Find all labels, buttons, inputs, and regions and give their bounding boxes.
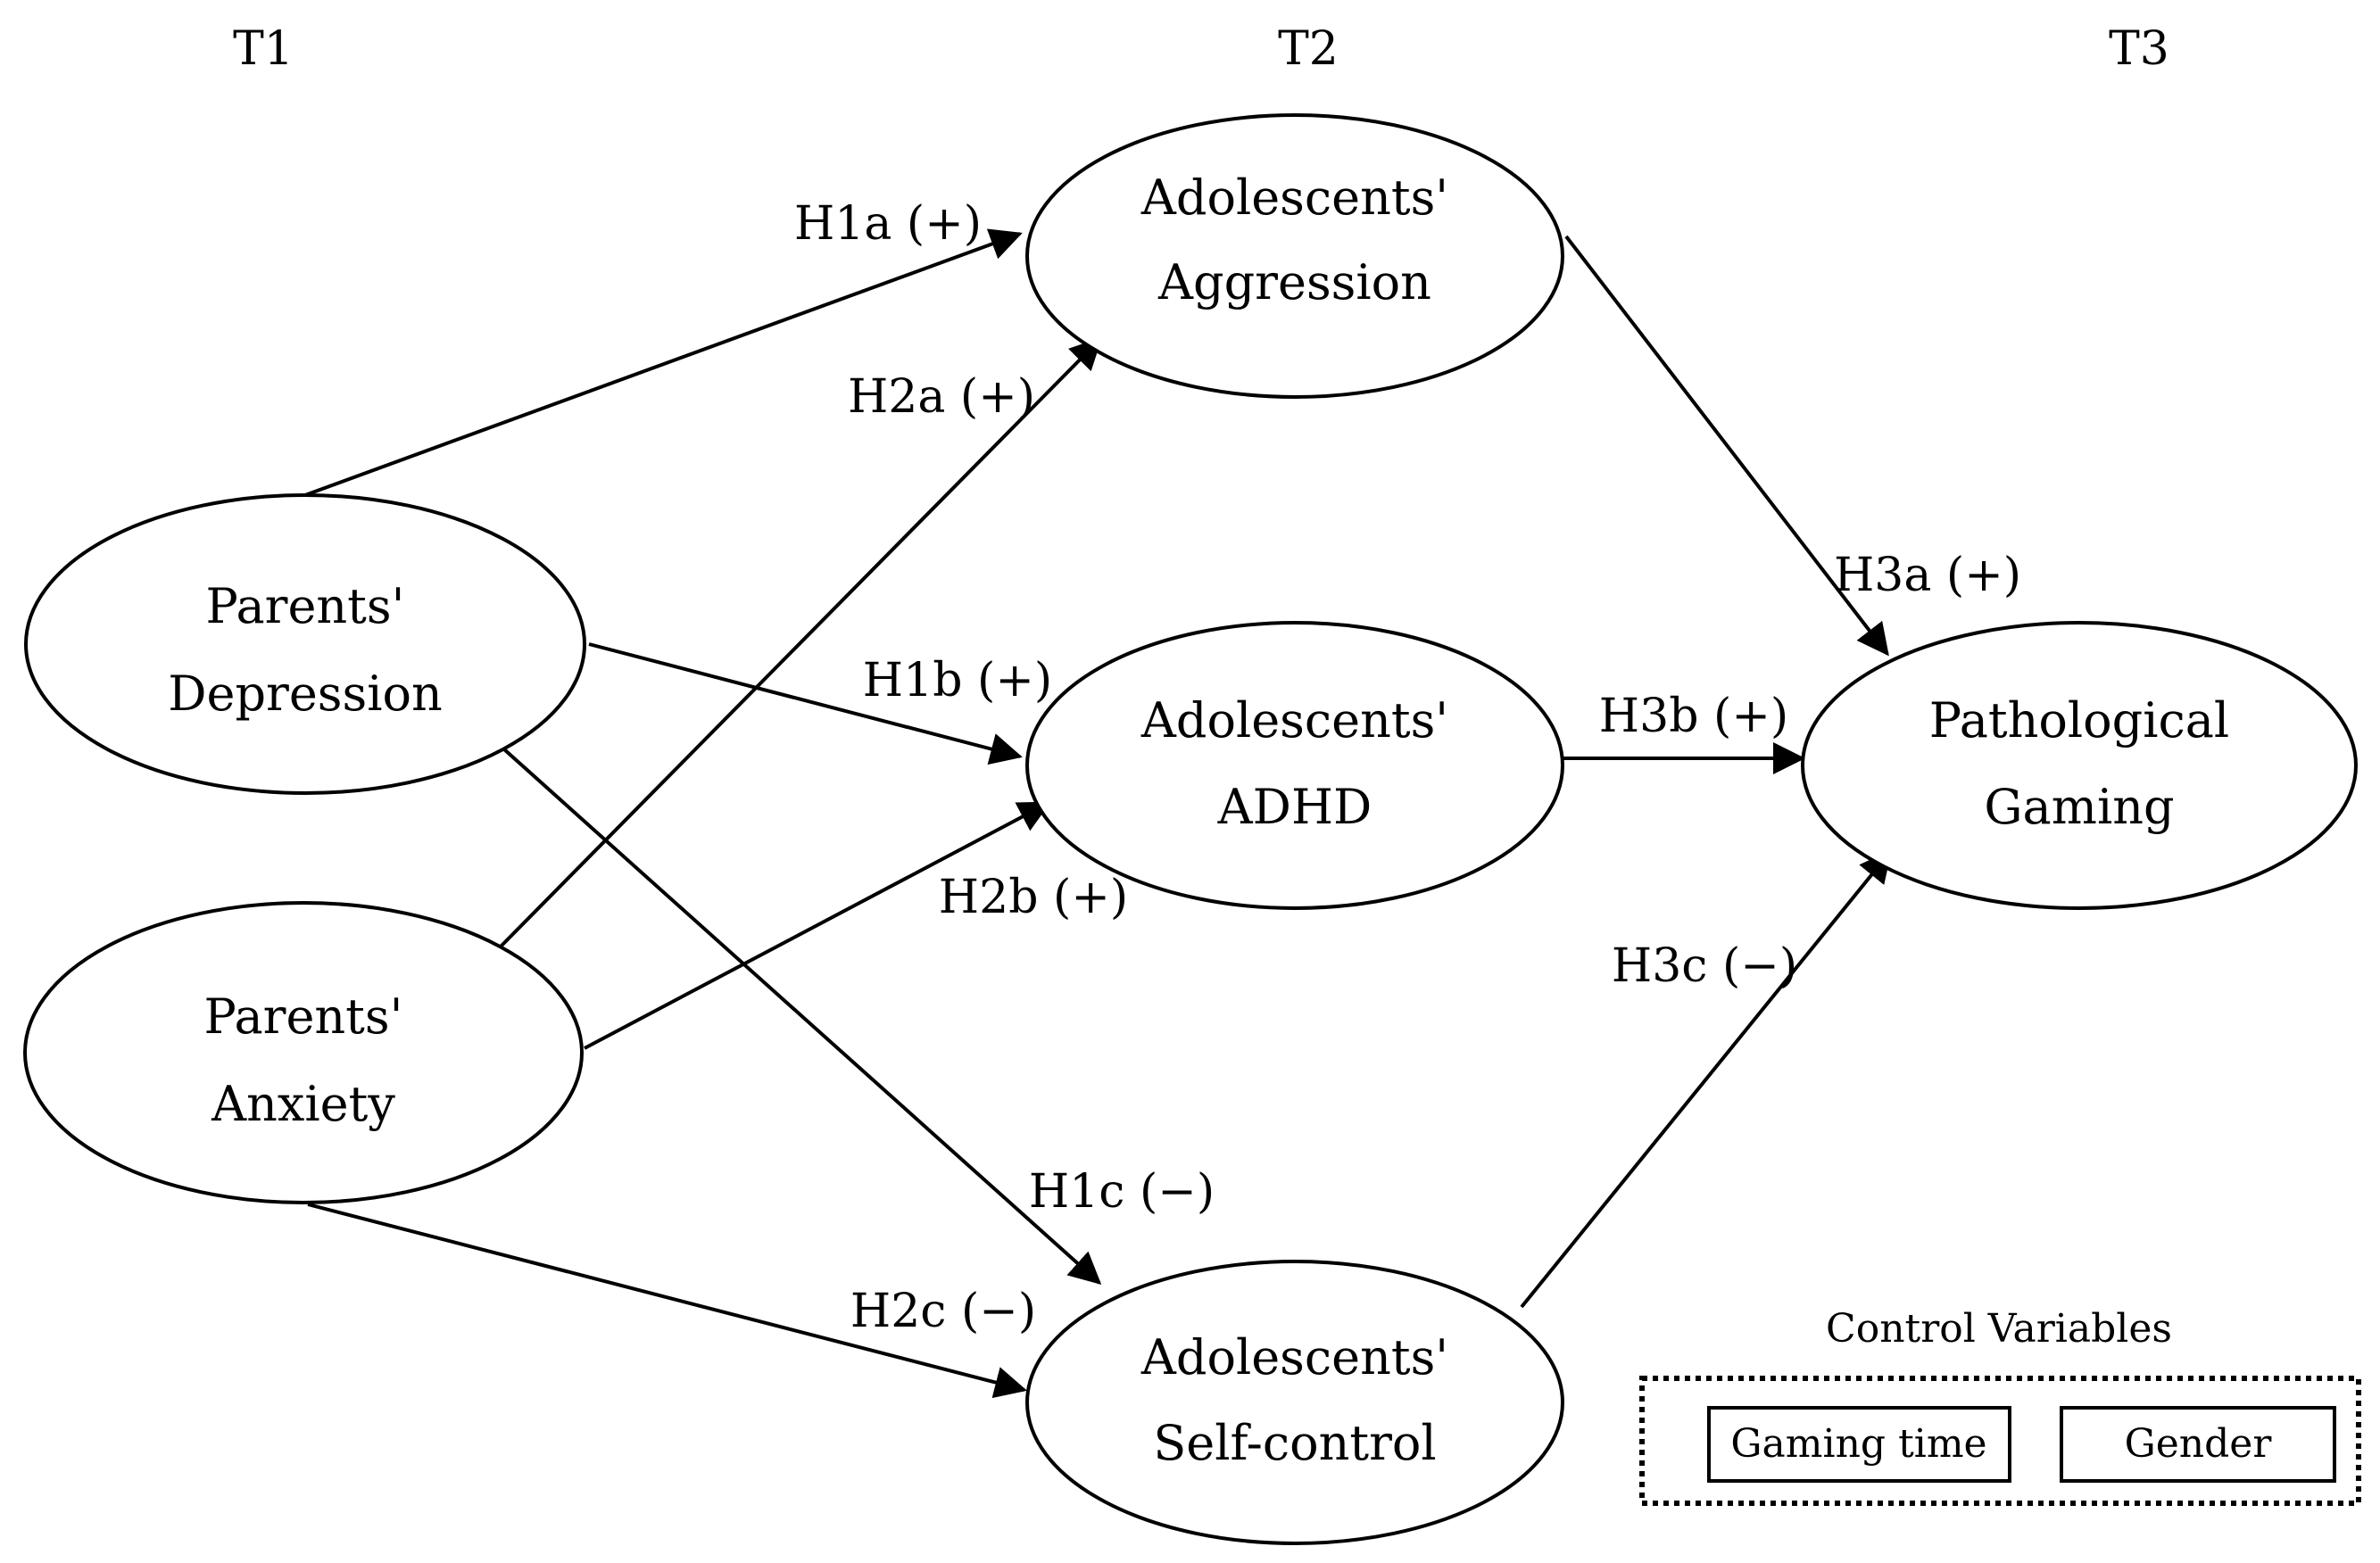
hypothesis-label-h2c: H2c (−) bbox=[850, 1285, 1036, 1338]
control-variable-box-gender bbox=[2060, 1406, 2336, 1483]
node-parents-anxiety: Parents' Anxiety bbox=[23, 901, 584, 1204]
control-variable-gender: Gender bbox=[2125, 1421, 2273, 1467]
path-h2a bbox=[498, 336, 1103, 949]
path-h3c bbox=[1520, 849, 1892, 1309]
control-variable-gaming-time: Gaming time bbox=[1730, 1421, 1986, 1467]
control-variables-frame bbox=[1639, 1376, 2361, 1506]
time-label-t2: T2 bbox=[1278, 22, 1339, 76]
node-adolescents-self-control: Adolescents' Self-control bbox=[1025, 1260, 1564, 1545]
hypothesis-label-h2b: H2b (+) bbox=[939, 871, 1128, 924]
node-label-line2: Anxiety bbox=[211, 1076, 395, 1132]
control-variables-panel: Control Variables Gaming time Gender bbox=[1639, 1306, 2361, 1506]
path-h2c bbox=[307, 1203, 1027, 1399]
node-pathological-gaming: Pathological Gaming bbox=[1801, 621, 2358, 910]
time-label-t1: T1 bbox=[233, 22, 294, 76]
node-label-line1: Adolescents' bbox=[1140, 1329, 1448, 1385]
hypothesis-label-h1a: H1a (+) bbox=[794, 197, 982, 251]
node-label-line1: Adolescents' bbox=[1140, 692, 1448, 748]
control-variable-box-gaming-time bbox=[1707, 1406, 2011, 1483]
path-h1a bbox=[304, 228, 1023, 497]
hypothesis-label-h2a: H2a (+) bbox=[848, 370, 1035, 424]
node-label-line2: ADHD bbox=[1217, 779, 1372, 835]
node-adolescents-aggression: Adolescents' Aggression bbox=[1025, 113, 1564, 399]
path-h1b bbox=[588, 642, 1023, 765]
node-label-line2: Self-control bbox=[1153, 1415, 1436, 1471]
hypothesis-label-h3c: H3c (−) bbox=[1612, 939, 1797, 993]
node-label-line2: Aggression bbox=[1157, 254, 1431, 310]
node-label-line2: Depression bbox=[168, 666, 443, 722]
node-label-line1: Parents' bbox=[204, 988, 403, 1045]
node-label-line2: Gaming bbox=[1984, 779, 2174, 835]
node-label-line1: Pathological bbox=[1929, 692, 2229, 748]
hypothesis-label-h3b: H3b (+) bbox=[1599, 690, 1788, 743]
node-adolescents-adhd: Adolescents' ADHD bbox=[1025, 621, 1564, 910]
node-label-line1: Adolescents' bbox=[1140, 170, 1448, 226]
time-label-t3: T3 bbox=[2109, 22, 2169, 76]
path-h2b bbox=[584, 801, 1051, 1050]
node-parents-depression: Parents' Depression bbox=[24, 493, 586, 795]
hypothesis-label-h1c: H1c (−) bbox=[1029, 1165, 1215, 1219]
hypothesis-label-h1b: H1b (+) bbox=[863, 654, 1052, 707]
control-variables-title: Control Variables bbox=[1826, 1306, 2172, 1352]
path-h1c bbox=[502, 748, 1102, 1286]
node-label-line1: Parents' bbox=[206, 578, 405, 634]
path-h3a bbox=[1564, 235, 1889, 657]
hypothesis-label-h3a: H3a (+) bbox=[1834, 549, 2021, 602]
